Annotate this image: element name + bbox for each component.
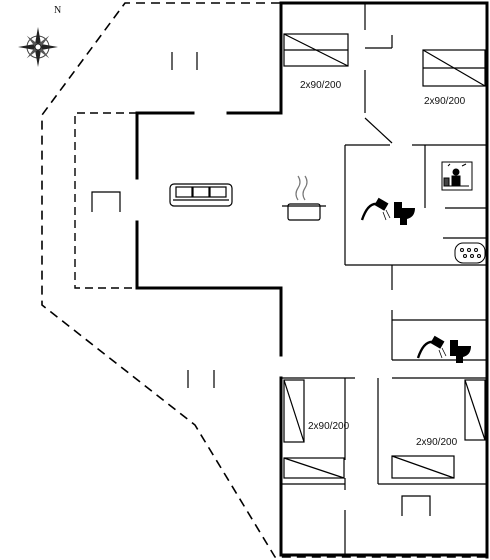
sauna-icon — [441, 161, 473, 191]
bed-label-bottom-left: 2x90/200 — [308, 421, 350, 432]
walls — [135, 1, 489, 559]
toilet-icon — [450, 340, 471, 363]
bed-bottom-right — [391, 379, 486, 479]
covered-terrace-outline — [74, 112, 137, 289]
sofa-icon — [169, 183, 233, 207]
whirlpool-icon — [454, 242, 486, 264]
bed-top-right — [422, 49, 486, 87]
shower-icon — [360, 197, 391, 221]
terrace-posts — [171, 52, 215, 388]
bed-bottom-left — [283, 379, 345, 479]
bed-label-top-left: 2x90/200 — [300, 80, 342, 91]
north-label: N — [54, 5, 62, 16]
garden-chair-icon — [401, 495, 431, 516]
shower-icon — [416, 335, 447, 359]
toilet-icon — [394, 202, 415, 225]
garden-chair-icon — [91, 191, 121, 212]
bed-top-left — [283, 33, 349, 67]
terrace-outline — [41, 2, 487, 558]
compass-rose-icon — [18, 27, 58, 67]
cooking-pot-icon — [282, 175, 326, 221]
bed-label-bottom-right: 2x90/200 — [416, 437, 458, 448]
interior-walls — [281, 3, 487, 555]
bed-label-top-right: 2x90/200 — [424, 96, 466, 107]
